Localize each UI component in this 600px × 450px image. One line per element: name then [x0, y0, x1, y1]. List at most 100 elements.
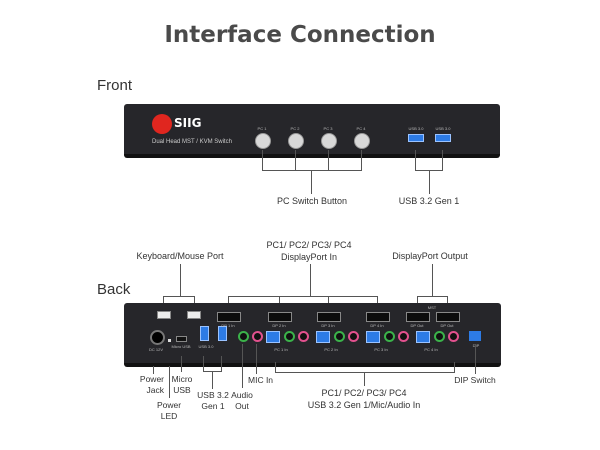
back-usb-caption: USB 3.0	[198, 344, 214, 349]
front-usb-port-2	[435, 134, 451, 142]
leader-line	[181, 356, 182, 372]
dp-out-port-2	[436, 312, 460, 322]
power-led-label: Power LED	[156, 400, 182, 421]
dp-in-port-3	[317, 312, 341, 322]
pc2-caption: PC 2 In	[324, 347, 338, 352]
leader-line	[442, 150, 443, 170]
dp-in-label-line2: DisplayPort In	[280, 252, 338, 262]
mic-in-label: MIC In	[248, 375, 274, 385]
leader-line	[310, 264, 311, 296]
keyboard-port	[157, 311, 171, 319]
leader-line	[364, 372, 365, 386]
brand-logo-text: SIIG	[174, 116, 202, 130]
leader-line	[279, 296, 280, 306]
pc1-caption: PC 1 In	[274, 347, 288, 352]
leader-line	[194, 296, 195, 306]
btn-caption-pc1: PC 1	[257, 126, 267, 131]
power-led-icon	[168, 339, 171, 342]
dp-in-port-4	[366, 312, 390, 322]
pc-switch-button-label: PC Switch Button	[276, 196, 348, 206]
leader-line	[328, 296, 329, 306]
dp-in-label-line1: PC1/ PC2/ PC3/ PC4	[266, 240, 352, 250]
front-panel	[124, 104, 500, 158]
leader-line	[447, 296, 448, 306]
leader-line	[328, 150, 329, 170]
btn-caption-pc4: PC 4	[356, 126, 366, 131]
leader-line	[242, 344, 243, 388]
audio-out-label: Audio Out	[231, 390, 253, 411]
pc2-switch-button[interactable]	[288, 133, 304, 149]
front-usb-port-1	[408, 134, 424, 142]
leader-line	[203, 356, 204, 371]
leader-line	[153, 366, 154, 374]
micro-usb-caption: Micro USB	[171, 344, 191, 349]
leader-line	[361, 150, 362, 170]
front-heading: Front	[97, 77, 133, 94]
back-usb-port-2	[218, 326, 227, 341]
leader-line	[221, 356, 222, 371]
leader-line	[415, 150, 416, 170]
leader-line	[228, 296, 378, 297]
leader-line	[256, 344, 257, 374]
leader-line	[295, 150, 296, 170]
dp-in-caption-4: DP 4 In	[370, 323, 384, 328]
leader-line	[454, 362, 455, 372]
dp-out-port-1	[406, 312, 430, 322]
leader-line	[212, 371, 213, 389]
dp-in-port-1	[217, 312, 241, 322]
leader-line	[377, 296, 378, 306]
pc2-mic-jack	[348, 331, 359, 342]
front-usb-label: USB 3.2 Gen 1	[398, 196, 460, 206]
pc4-caption: PC 4 In	[424, 347, 438, 352]
leader-line	[228, 296, 229, 306]
pc4-switch-button[interactable]	[354, 133, 370, 149]
pc2-audio-jack	[334, 331, 345, 342]
pc3-audio-jack	[384, 331, 395, 342]
keyboard-mouse-port-label: Keyboard/Mouse Port	[136, 251, 224, 261]
leader-line	[275, 362, 276, 372]
dp-in-caption-3: DP 3 In	[321, 323, 335, 328]
leader-line	[169, 366, 170, 398]
pc4-mic-jack	[448, 331, 459, 342]
dip-switch-icon[interactable]	[469, 331, 481, 341]
pc1-switch-button[interactable]	[255, 133, 271, 149]
leader-line	[163, 296, 195, 297]
dp-in-caption-1: DP 1 In	[221, 323, 235, 328]
pc3-switch-button[interactable]	[321, 133, 337, 149]
leader-line	[475, 344, 476, 374]
dp-in-caption-2: DP 2 In	[272, 323, 286, 328]
power-jack-label: Power Jack	[139, 374, 164, 395]
pc-usb-label-line2: USB 3.2 Gen 1/Mic/Audio In	[307, 400, 421, 410]
front-usb-caption-1: USB 3.0	[408, 126, 424, 131]
audio-out-jack	[238, 331, 249, 342]
back-usb-label: USB 3.2 Gen 1	[197, 390, 229, 411]
dip-switch-label: DIP Switch	[454, 375, 496, 385]
back-usb-port-1	[200, 326, 209, 341]
pc3-mic-jack	[398, 331, 409, 342]
mouse-port	[187, 311, 201, 319]
btn-caption-pc3: PC 3	[323, 126, 333, 131]
pc2-usb-b-port	[316, 331, 330, 343]
front-usb-caption-2: USB 3.0	[435, 126, 451, 131]
dp-out-caption-2: DP Out	[440, 323, 454, 328]
device-subtitle: Dual Head MST / KVM Switch	[152, 139, 232, 145]
mst-caption: MST	[427, 305, 437, 310]
pc-usb-label-line1: PC1/ PC2/ PC3/ PC4	[321, 388, 407, 398]
leader-line	[429, 170, 430, 194]
dip-caption: DIP	[461, 343, 491, 348]
power-jack-port	[150, 330, 165, 345]
leader-line	[180, 264, 181, 296]
page-title: Interface Connection	[164, 22, 436, 48]
dc-caption: DC 12V	[148, 347, 163, 352]
micro-usb-port	[176, 336, 187, 342]
siig-logo-icon	[152, 114, 172, 134]
dp-in-port-2	[268, 312, 292, 322]
pc1-mic-jack	[298, 331, 309, 342]
pc1-audio-jack	[284, 331, 295, 342]
leader-line	[432, 264, 433, 296]
leader-line	[262, 170, 362, 171]
pc1-usb-b-port	[266, 331, 280, 343]
dp-out-caption-1: DP Out	[410, 323, 424, 328]
leader-line	[163, 296, 164, 306]
back-heading: Back	[97, 281, 131, 298]
